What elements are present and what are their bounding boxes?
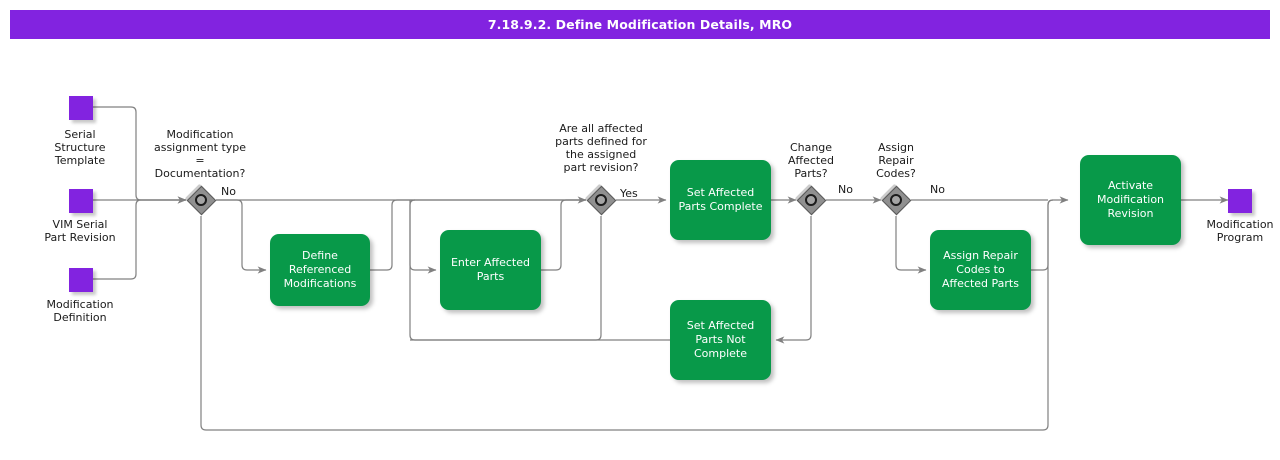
- flow-label-yes-1: Yes: [620, 187, 638, 200]
- label-gw-change-affected-parts: Change Affected Parts?: [788, 141, 834, 180]
- start-event-modification-definition[interactable]: [69, 268, 93, 292]
- label-gw-all-affected-parts-defined: Are all affected parts defined for the a…: [555, 122, 647, 174]
- flow-label-no-2: No: [838, 183, 853, 196]
- gateway-inclusive-ring-icon: [195, 194, 207, 206]
- page-title-bar: 7.18.9.2. Define Modification Details, M…: [10, 10, 1270, 39]
- task-enter-affected-parts[interactable]: Enter Affected Parts: [440, 230, 541, 310]
- task-assign-repair-codes-to-affected-parts[interactable]: Assign Repair Codes to Affected Parts: [930, 230, 1031, 310]
- task-set-affected-parts-not-complete[interactable]: Set Affected Parts Not Complete: [670, 300, 771, 380]
- gateway-assign-repair-codes[interactable]: [879, 183, 911, 215]
- flow-label-no-1: No: [221, 185, 236, 198]
- gateway-modification-assignment-type[interactable]: [184, 183, 216, 215]
- page-title: 7.18.9.2. Define Modification Details, M…: [487, 17, 793, 32]
- label-modification-program: Modification Program: [1206, 218, 1274, 244]
- end-event-modification-program[interactable]: [1228, 189, 1252, 213]
- gateway-inclusive-ring-icon: [805, 194, 817, 206]
- gateway-all-affected-parts-defined[interactable]: [584, 183, 616, 215]
- task-set-affected-parts-complete[interactable]: Set Affected Parts Complete: [670, 160, 771, 240]
- gateway-inclusive-ring-icon: [890, 194, 902, 206]
- start-event-vim-serial-part-revision[interactable]: [69, 189, 93, 213]
- gateway-inclusive-ring-icon: [595, 194, 607, 206]
- start-event-serial-structure-template[interactable]: [69, 96, 93, 120]
- flow-label-no-3: No: [930, 183, 945, 196]
- label-vim-serial-part-revision: VIM Serial Part Revision: [44, 218, 116, 244]
- task-define-referenced-modifications[interactable]: Define Referenced Modifications: [270, 234, 370, 306]
- label-serial-structure-template: Serial Structure Template: [54, 128, 106, 167]
- task-activate-modification-revision[interactable]: Activate Modification Revision: [1080, 155, 1181, 245]
- label-modification-definition: Modification Definition: [46, 298, 114, 324]
- label-gw-modification-assignment-type: Modification assignment type = Documenta…: [153, 128, 247, 180]
- label-gw-assign-repair-codes: Assign Repair Codes?: [876, 141, 916, 180]
- gateway-change-affected-parts[interactable]: [794, 183, 826, 215]
